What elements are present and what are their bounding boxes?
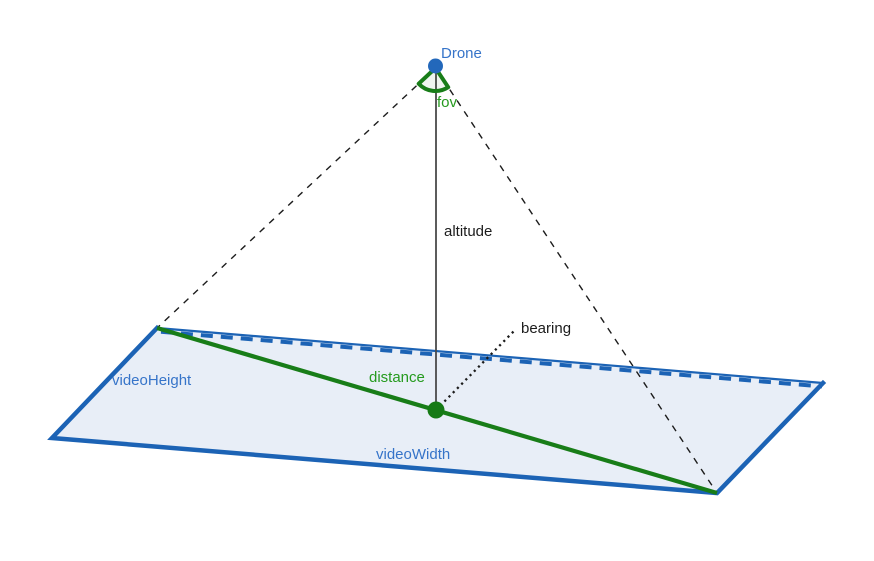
- fov-left-dashed-ray: [156, 67, 436, 329]
- drone-label: Drone: [441, 45, 482, 62]
- ground-plane-top-edge-line: [156, 326, 824, 385]
- drone-point[interactable]: [428, 58, 443, 74]
- fov-label: fov: [437, 94, 458, 111]
- distance-label: distance: [369, 369, 425, 386]
- altitude-label: altitude: [444, 223, 493, 240]
- fov-angle-wedge: [416, 66, 451, 93]
- bearing-dotted-line: [435, 328, 517, 411]
- ground-plane-edges: [47, 324, 827, 496]
- video-width-label: videoWidth: [376, 446, 451, 463]
- bearing-label: bearing: [521, 320, 572, 337]
- video-height-label: videoHeight: [112, 372, 192, 389]
- ground-plane-top-edge-dashes: [160, 329, 823, 389]
- ground-center-point[interactable]: [427, 401, 445, 419]
